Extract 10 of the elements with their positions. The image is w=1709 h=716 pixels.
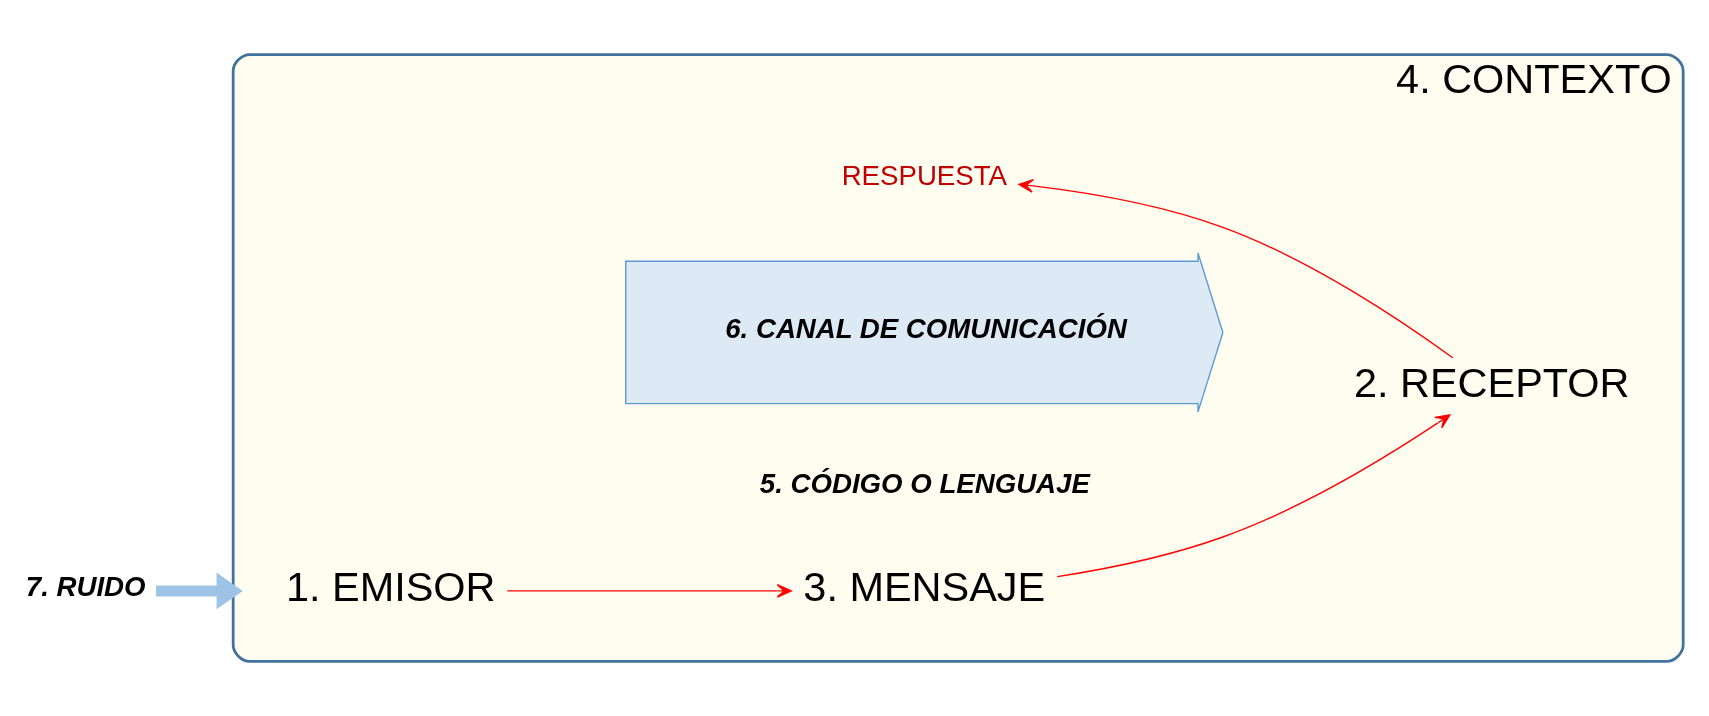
arrow xyxy=(1056,414,1451,578)
node-text: 7. RUIDO xyxy=(25,571,146,603)
node-text: 2. RECEPTOR xyxy=(1353,358,1630,406)
label: 5. CÓDIGO O LENGUAJE xyxy=(759,467,1090,499)
arrow xyxy=(1018,179,1454,359)
node-text: 1. EMISOR xyxy=(285,563,496,611)
node-text: 3. MENSAJE xyxy=(803,563,1046,611)
node-text: RESPUESTA xyxy=(841,159,1007,191)
arrow xyxy=(156,572,243,610)
arrow xyxy=(506,584,792,598)
